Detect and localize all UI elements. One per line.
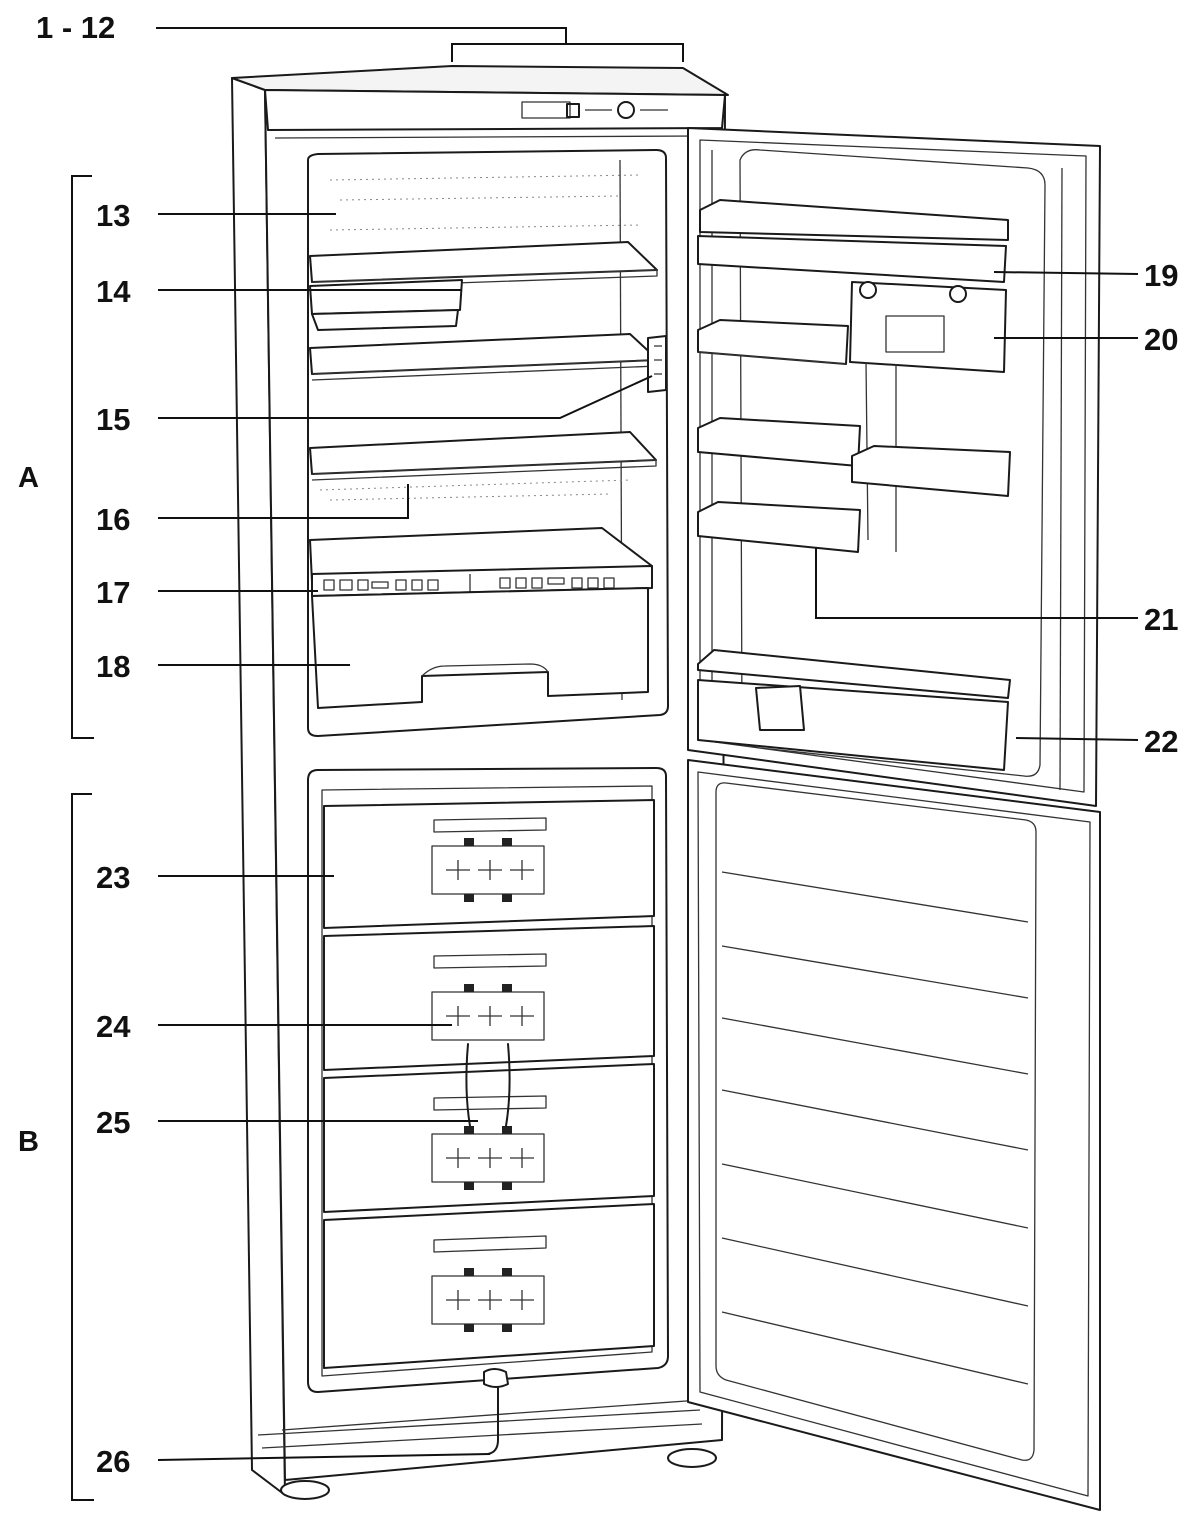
label-24: 24 <box>96 1009 131 1044</box>
fridge-shelf-lower <box>309 431 657 501</box>
freezer-drawer-3 <box>323 1063 655 1213</box>
label-16: 16 <box>96 502 130 537</box>
section-bracket-a <box>71 175 94 739</box>
fridge-light <box>647 335 667 393</box>
crisper-drawer <box>311 587 649 709</box>
section-label-a: A <box>18 462 39 494</box>
label-1-12: 1 - 12 <box>36 10 115 45</box>
crisper-control-strip <box>311 565 653 597</box>
label-25: 25 <box>96 1105 130 1140</box>
section-label-b: B <box>18 1126 39 1158</box>
door-bins <box>697 319 1011 553</box>
section-bracket-b <box>71 793 94 1501</box>
freezer-drawer-2 <box>323 925 655 1071</box>
label-18: 18 <box>96 649 130 684</box>
label-21: 21 <box>1144 602 1178 637</box>
freezer-door <box>687 759 1101 1511</box>
label-14: 14 <box>96 274 131 309</box>
small-shelf <box>309 279 463 331</box>
label-13: 13 <box>96 198 130 233</box>
label-20: 20 <box>1144 322 1178 357</box>
door-shelf-top <box>697 199 1009 283</box>
label-19: 19 <box>1144 258 1178 293</box>
label-26: 26 <box>96 1444 130 1479</box>
freezer-drawer-1 <box>323 799 655 929</box>
fridge-shelf-upper <box>309 241 658 289</box>
ice-tray-connector <box>465 1043 511 1127</box>
control-panel <box>521 101 668 119</box>
label-23: 23 <box>96 860 130 895</box>
leader-lines <box>156 27 1139 1461</box>
label-15: 15 <box>96 402 130 437</box>
label-17: 17 <box>96 575 130 610</box>
freezer-drawer-4 <box>323 1203 655 1369</box>
label-22: 22 <box>1144 724 1178 759</box>
door-bottle-rack <box>697 649 1011 771</box>
